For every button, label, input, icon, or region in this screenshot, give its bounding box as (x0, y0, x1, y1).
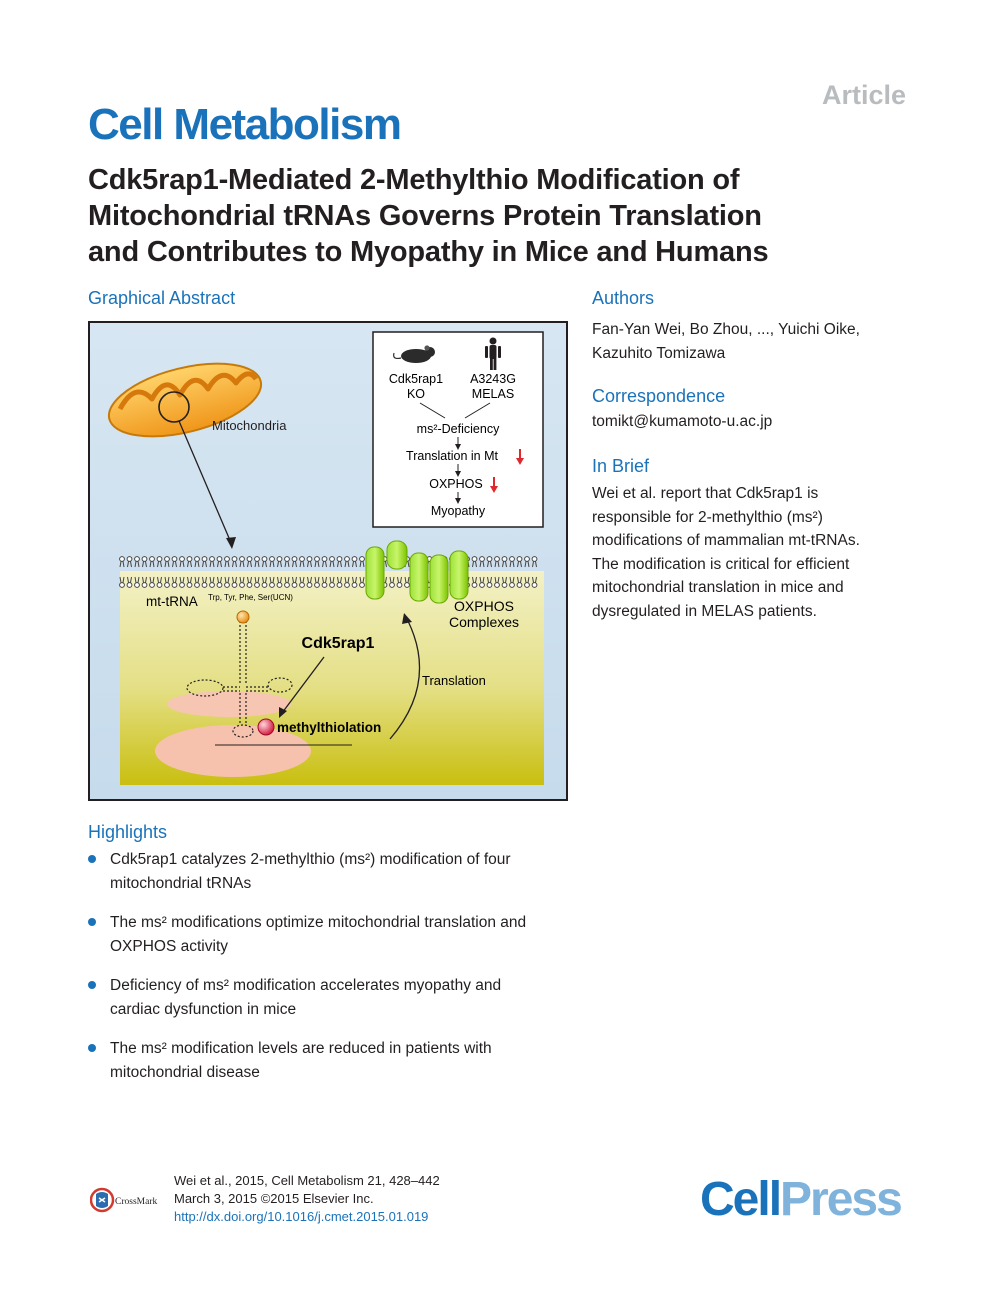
citation-block: Wei et al., 2015, Cell Metabolism 21, 42… (174, 1172, 440, 1226)
list-item: The ms² modification levels are reduced … (88, 1037, 578, 1084)
inset-left-label-1: Cdk5rap1 (389, 372, 443, 386)
in-brief-line: modifications of mammalian mt-tRNAs. (592, 532, 860, 549)
oxphos-complex-icon (365, 540, 469, 604)
in-brief-line: responsible for 2-methylthio (ms²) (592, 508, 823, 526)
ms2-modification-icon (257, 718, 275, 736)
authors-line: Fan-Yan Wei, Bo Zhou, ..., Yuichi Oike, (592, 321, 860, 338)
graphical-abstract-svg: Mitochondria Cdk5rap1 KO A3243G MELAS ms… (90, 323, 566, 799)
highlight-text: cardiac dysfunction in mice (110, 1000, 297, 1018)
correspondence-heading: Correspondence (592, 386, 726, 406)
list-item: Cdk5rap1 catalyzes 2-methylthio (ms²) mo… (88, 848, 578, 895)
in-brief-line: The modification is critical for efficie… (592, 555, 850, 573)
highlight-text: mitochondrial disease (110, 1063, 260, 1081)
correspondence-email[interactable]: tomikt@kumamoto-u.ac.jp (592, 413, 773, 430)
doi-link[interactable]: http://dx.doi.org/10.1016/j.cmet.2015.01… (174, 1209, 429, 1224)
ribosome-small-subunit (167, 691, 291, 717)
authors-list: Fan-Yan Wei, Bo Zhou, ..., Yuichi Oike, … (592, 318, 922, 365)
bullet-icon (88, 855, 96, 863)
highlight-text: Cdk5rap1 catalyzes 2-methylthio (ms²) mo… (110, 851, 511, 868)
translation-label: Translation (422, 673, 486, 688)
mitochondrion-icon (107, 362, 263, 438)
ribosome-large-subunit (155, 725, 311, 777)
publisher-part-1: Cell (700, 1173, 782, 1226)
graphical-abstract-heading: Graphical Abstract (88, 288, 236, 308)
bullet-icon (88, 918, 96, 926)
highlight-text: The ms² modifications optimize mitochond… (110, 914, 527, 931)
down-arrow-icon (490, 477, 498, 493)
inset-step-4: Myopathy (431, 504, 486, 518)
journal-name: Cell Metabolism (88, 100, 402, 149)
in-brief-line: Wei et al. report that Cdk5rap1 is (592, 485, 819, 502)
cdk5rap1-label: Cdk5rap1 (302, 635, 375, 652)
trna-acceptor-end (236, 610, 250, 624)
mouse-icon (393, 345, 435, 363)
mt-trna-species: Trp, Tyr, Phe, Ser(UCN) (208, 593, 293, 602)
bullet-icon (88, 981, 96, 989)
highlights-heading: Highlights (88, 822, 168, 842)
oxphos-label-1: OXPHOS (454, 598, 514, 614)
graphical-abstract-figure: Mitochondria Cdk5rap1 KO A3243G MELAS ms… (88, 321, 568, 801)
title-line: Mitochondrial tRNAs Governs Protein Tran… (88, 200, 762, 232)
inset-right-label-2: MELAS (472, 387, 514, 401)
in-brief-line: mitochondrial translation in mice and (592, 579, 844, 596)
title-line: Cdk5rap1-Mediated 2-Methylthio Modificat… (88, 164, 740, 196)
oxphos-label-2: Complexes (449, 614, 519, 630)
highlight-text: The ms² modification levels are reduced … (110, 1040, 492, 1057)
in-brief-text: Wei et al. report that Cdk5rap1 is respo… (592, 482, 922, 623)
article-type-label: Article (821, 80, 906, 110)
citation-line: Wei et al., 2015, Cell Metabolism 21, 42… (174, 1173, 440, 1188)
inset-step-3: OXPHOS (429, 477, 483, 491)
in-brief-line: dysregulated in MELAS patients. (592, 602, 817, 620)
cellpress-logo: CellPress (700, 1172, 903, 1227)
highlight-text: Deficiency of ms² modification accelerat… (110, 977, 502, 994)
bullet-icon (88, 1044, 96, 1052)
mitochondria-label: Mitochondria (212, 418, 287, 433)
inset-step-2: Translation in Mt (406, 449, 498, 463)
crossmark-label: CrossMark (115, 1197, 157, 1207)
list-item: Deficiency of ms² modification accelerat… (88, 974, 578, 1021)
trna-structure (186, 621, 293, 738)
article-title: Cdk5rap1-Mediated 2-Methylthio Modificat… (88, 162, 918, 270)
highlight-text: OXPHOS activity (110, 937, 228, 955)
title-line: and Contributes to Myopathy in Mice and … (88, 236, 769, 268)
highlight-text: mitochondrial tRNAs (110, 874, 252, 892)
inset-step-1: ms²-Deficiency (417, 422, 500, 436)
crossmark-logo[interactable]: CrossMark (89, 1186, 168, 1214)
down-arrow-icon (516, 449, 524, 465)
authors-line: Kazuhito Tomizawa (592, 344, 726, 362)
in-brief-heading: In Brief (592, 456, 650, 476)
mt-trna-label: mt-tRNA (146, 594, 198, 609)
list-item: The ms² modifications optimize mitochond… (88, 911, 578, 958)
inset-right-label-1: A3243G (470, 372, 516, 386)
publisher-part-2: Press (780, 1173, 903, 1226)
inset-left-label-2: KO (407, 387, 425, 401)
date-line: March 3, 2015 ©2015 Elsevier Inc. (174, 1191, 374, 1206)
authors-heading: Authors (592, 288, 655, 308)
human-icon (485, 337, 501, 370)
highlights-list: Cdk5rap1 catalyzes 2-methylthio (ms²) mo… (88, 848, 578, 1100)
methylthiolation-label: methylthiolation (277, 720, 381, 735)
